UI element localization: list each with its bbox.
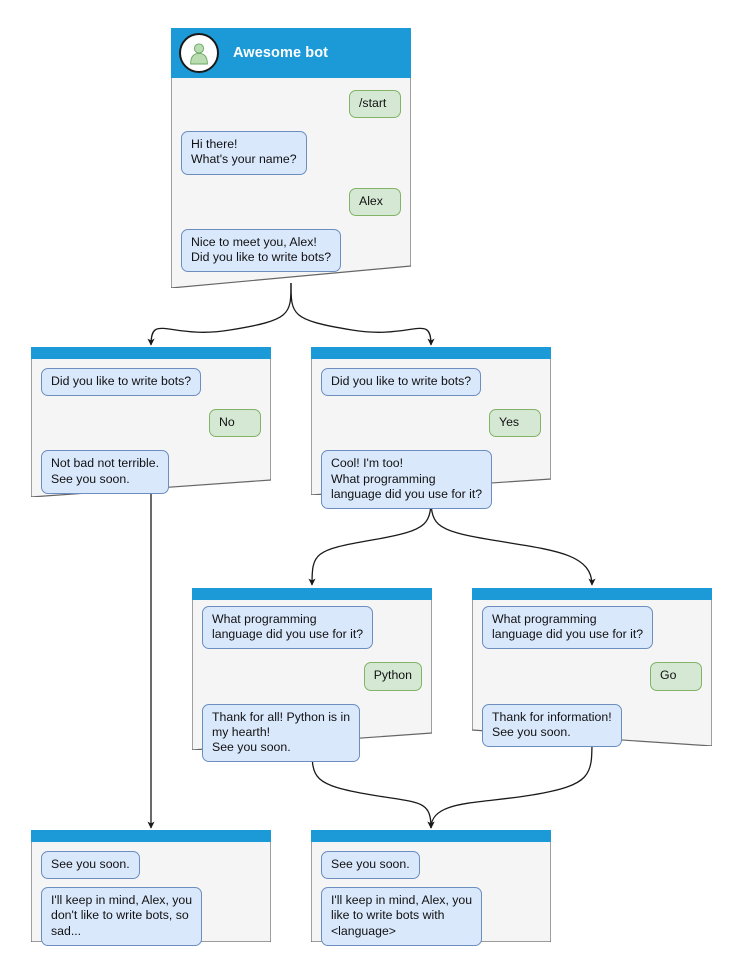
card-header-end-happy	[311, 830, 551, 842]
message-list-yes: Did you like to write bots? Yes Cool! I'…	[311, 359, 551, 510]
chat-card-no[interactable]: Did you like to write bots? No Not bad n…	[31, 347, 271, 497]
message-list-end-happy: See you soon. I'll keep in mind, Alex, y…	[311, 842, 551, 946]
bot-message-bubble: What programming language did you use fo…	[202, 606, 374, 650]
card-header-end-sad	[31, 830, 271, 842]
message-list-start: /start Hi there! What's your name? Alex …	[171, 78, 411, 288]
edge-go-to-end-happy	[427, 739, 593, 829]
card-header-no	[31, 347, 271, 359]
bot-message-bubble: See you soon.	[321, 851, 420, 880]
card-header-yes	[311, 347, 551, 359]
person-icon	[179, 33, 219, 73]
message-list-end-sad: See you soon. I'll keep in mind, Alex, y…	[31, 842, 271, 946]
user-message-bubble: Yes	[489, 409, 541, 438]
bot-message-bubble: See you soon.	[41, 851, 140, 880]
bot-message-bubble: Hi there! What's your name?	[181, 131, 307, 175]
edge-start-to-no	[147, 282, 292, 346]
bot-message-bubble: Cool! I'm too! What programming language…	[321, 450, 493, 510]
edge-start-to-yes	[290, 282, 435, 346]
user-message-bubble: No	[209, 409, 261, 438]
bot-message-bubble: I'll keep in mind, Alex, you don't like …	[41, 887, 203, 946]
message-list-no: Did you like to write bots? No Not bad n…	[31, 359, 271, 497]
message-list-go: What programming language did you use fo…	[472, 600, 712, 748]
user-message-bubble: /start	[349, 90, 401, 119]
card-header-go	[472, 588, 712, 600]
user-message-bubble: Alex	[349, 187, 401, 216]
chat-card-end-sad[interactable]: See you soon. I'll keep in mind, Alex, y…	[31, 830, 271, 946]
bot-message-bubble: Thank for all! Python is in my hearth! S…	[202, 703, 361, 763]
user-message-bubble: Go	[650, 662, 702, 691]
bot-message-bubble: Not bad not terrible. See you soon.	[41, 450, 170, 494]
chat-card-python[interactable]: What programming language did you use fo…	[192, 588, 432, 763]
card-header-start: Awesome bot	[171, 28, 411, 78]
chat-card-start[interactable]: Awesome bot /start Hi there! What's your…	[171, 28, 411, 288]
bot-message-bubble: Did you like to write bots?	[321, 368, 482, 397]
bot-message-bubble: Thank for information! See you soon.	[482, 703, 622, 748]
bot-message-bubble: I'll keep in mind, Alex, you like to wri…	[321, 887, 483, 946]
bot-message-bubble: Nice to meet you, Alex! Did you like to …	[181, 228, 342, 273]
bot-message-bubble: Did you like to write bots?	[41, 368, 202, 397]
chat-card-end-happy[interactable]: See you soon. I'll keep in mind, Alex, y…	[311, 830, 551, 946]
bot-message-bubble: What programming language did you use fo…	[482, 606, 654, 650]
user-message-bubble: Python	[363, 662, 422, 691]
bot-name-label: Awesome bot	[233, 45, 329, 61]
chat-card-go[interactable]: What programming language did you use fo…	[472, 588, 712, 748]
chat-card-yes[interactable]: Did you like to write bots? Yes Cool! I'…	[311, 347, 551, 510]
card-header-python	[192, 588, 432, 600]
message-list-python: What programming language did you use fo…	[192, 600, 432, 763]
